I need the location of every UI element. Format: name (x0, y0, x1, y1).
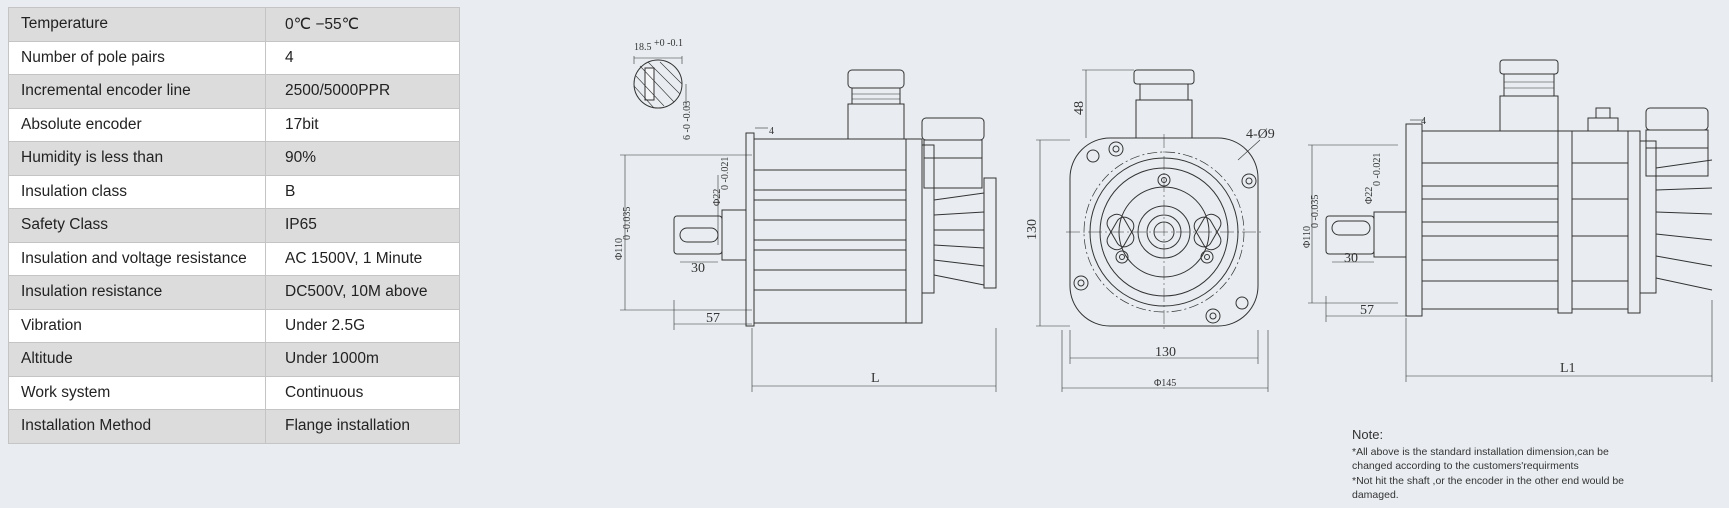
key-depth-tolerance: 6 -0 -0.03 (682, 101, 693, 140)
key-length-label-2: 30 (1344, 251, 1358, 266)
spec-label: Altitude (8, 342, 266, 377)
spec-value: B (265, 174, 460, 209)
spec-label: Absolute encoder (8, 107, 266, 142)
spec-label: Installation Method (8, 409, 266, 444)
key-width-label: 18.5 (634, 42, 652, 53)
note-title: Note: (1352, 427, 1384, 442)
spigot-diameter-label-2: Φ110 (1302, 226, 1313, 248)
shaft-length-label: 57 (706, 311, 720, 326)
spec-value: 4 (265, 40, 460, 75)
side-view-motor (620, 69, 997, 392)
spec-label: Insulation class (8, 174, 266, 209)
spec-value: Continuous (265, 375, 460, 410)
side-flange-thickness-label-2: 4 (1421, 116, 1426, 127)
note-line-3: *Not hit the shaft ,or the encoder in th… (1352, 474, 1625, 487)
total-length-label: L (871, 371, 880, 386)
spec-value: Under 2.5G (265, 308, 460, 343)
flange-height-label: 130 (1025, 219, 1040, 240)
spec-label: Temperature (8, 7, 266, 42)
spec-value: 2500/5000PPR (265, 74, 460, 109)
side-view-motor-long (1308, 59, 1713, 382)
spec-value: AC 1500V, 1 Minute (265, 241, 460, 276)
keyway-section-view (633, 56, 687, 109)
shaft-length-label-2: 57 (1360, 303, 1374, 318)
note-line-1: *All above is the standard installation … (1352, 445, 1609, 458)
installation-note: Note: *All above is the standard install… (1352, 427, 1625, 503)
spec-value: IP65 (265, 208, 460, 243)
spec-value: DC500V, 10M above (265, 275, 460, 310)
spec-label: Insulation and voltage resistance (8, 241, 266, 276)
key-width-tolerance: +0 -0.1 (654, 38, 683, 49)
spec-value: 17bit (265, 107, 460, 142)
spec-label: Incremental encoder line (8, 74, 266, 109)
spec-label: Work system (8, 375, 266, 410)
note-line-4: damaged. (1352, 489, 1399, 501)
shaft-diameter-label-2: Φ22 (1364, 187, 1375, 204)
front-view-flange (1036, 69, 1269, 392)
spigot-diameter-label: Φ110 (614, 238, 625, 260)
shaft-tolerance: 0 -0.021 (720, 157, 731, 190)
side-flange-thickness-label: 4 (769, 126, 774, 137)
spigot-tolerance-2: 0 -0.035 (1310, 195, 1321, 228)
total-length-label-2: L1 (1560, 361, 1576, 376)
shaft-tolerance-2: 0 -0.021 (1372, 153, 1383, 186)
spigot-tolerance: 0 -0.035 (622, 207, 633, 240)
note-line-2: changed according to the customers'requi… (1352, 460, 1579, 472)
connector-height-label: 48 (1072, 101, 1087, 115)
spec-label: Insulation resistance (8, 275, 266, 310)
spec-value: Flange installation (265, 409, 460, 444)
bolt-circle-label: Φ145 (1154, 378, 1176, 389)
spec-label: Safety Class (8, 208, 266, 243)
shaft-diameter-label: Φ22 (712, 189, 723, 206)
flange-width-label: 130 (1155, 345, 1176, 360)
key-length-label: 30 (691, 261, 705, 276)
mounting-holes-label: 4-Ø9 (1246, 127, 1275, 142)
spec-value: 0℃ −55℃ (265, 7, 460, 42)
